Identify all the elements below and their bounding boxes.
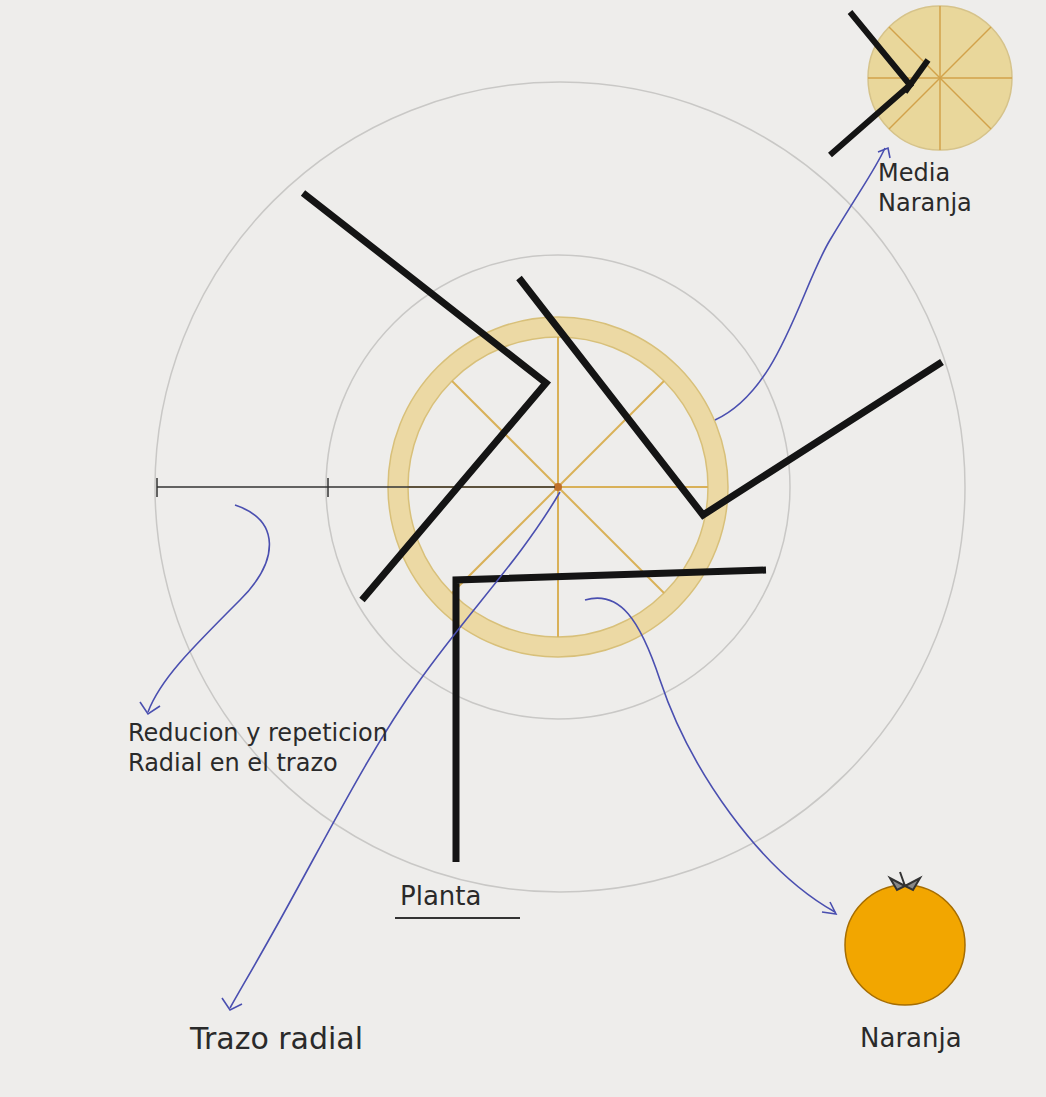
callout-label: Reducion y repeticion Radial en el trazo [128, 718, 418, 778]
title-underline [395, 917, 520, 919]
callout-label: Media Naranja [878, 158, 1028, 218]
callout-label: Naranja [860, 1022, 1020, 1055]
orange-stem [890, 872, 920, 890]
plan-strokes [303, 193, 942, 862]
orange-fruit [845, 885, 965, 1005]
view-title: Planta [400, 880, 530, 913]
half-orange-strokes [830, 12, 928, 155]
callout-label: Trazo radial [190, 1020, 430, 1058]
half-orange [868, 6, 1012, 150]
measure-line [157, 478, 555, 497]
center-point [554, 483, 562, 491]
half-orange-segments [868, 6, 1012, 150]
leader-lines [140, 148, 890, 1010]
